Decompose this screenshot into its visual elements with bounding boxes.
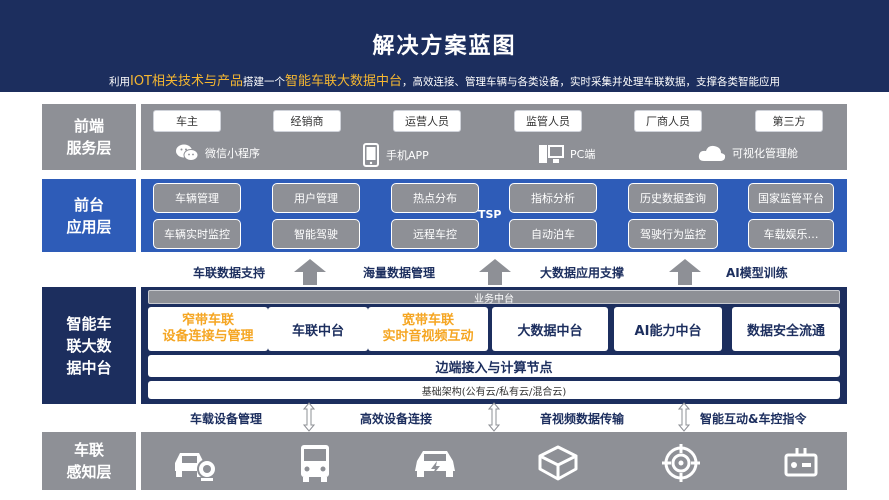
band1-label-2: 大数据应用支撑 <box>540 266 625 280</box>
page-subtitle: 利用IOT相关技术与产品搭建一个智能车联大数据中台，高效连接、管理车辆与各类设备… <box>0 70 889 89</box>
pc-icon <box>539 145 564 163</box>
layer-label-platform: 智能车 联大数 据中台 <box>42 287 136 404</box>
svc-remote-control: 远程车控 <box>391 219 479 249</box>
role-third-party: 第三方 <box>755 110 823 132</box>
layer-label-perception-text: 车联 感知层 <box>66 441 112 481</box>
app-row <box>141 179 847 252</box>
layer-label-app-text: 前台 应用层 <box>66 195 112 236</box>
platform-box-broadband: 宽带车联 实时音视频互动 <box>368 307 488 351</box>
broadband-line1: 宽带车联 <box>401 313 454 328</box>
svc-national-platform: 国家监管平台 <box>748 183 834 213</box>
band2-label-1: 高效设备连接 <box>360 412 433 426</box>
electric-car-icon <box>415 451 455 477</box>
channel-pc: PC端 <box>538 143 595 165</box>
broadband-line2: 实时音视频互动 <box>382 329 474 344</box>
layer-label-frontend: 前端 服务层 <box>42 104 136 170</box>
role-operator: 运营人员 <box>393 110 461 132</box>
channel-app: 手机APP <box>362 143 429 167</box>
role-regulator: 监管人员 <box>514 110 582 132</box>
role-owner: 车主 <box>153 110 221 132</box>
target-icon <box>662 444 700 482</box>
platform-box-security: 数据安全流通 <box>732 307 840 351</box>
svc-metric-analysis: 指标分析 <box>509 183 597 213</box>
subtitle-prefix: 利用 <box>108 76 130 88</box>
svc-driving-behavior: 驾驶行为监控 <box>628 219 718 249</box>
up-arrow-icon <box>669 259 701 285</box>
bus-icon <box>301 445 329 482</box>
device-icon <box>784 448 818 477</box>
business-platform-bar: 业务中台 <box>148 290 840 305</box>
band2-label-0: 车载设备管理 <box>190 412 263 426</box>
channel-pc-label: PC端 <box>570 148 596 161</box>
double-arrow-icon <box>303 402 315 432</box>
header-banner <box>0 0 889 92</box>
perception-slot-0 <box>170 438 220 488</box>
band1-label-1: 海量数据管理 <box>363 266 436 280</box>
layer-label-perception: 车联 感知层 <box>42 432 136 490</box>
car-camera-icon <box>175 453 217 481</box>
subtitle-highlight-iot: IOT相关技术与产品 <box>129 74 243 89</box>
subtitle-mid: 搭建一个 <box>243 76 285 88</box>
channel-app-label: 手机APP <box>386 149 429 162</box>
subtitle-suffix: ，高效连接、管理车辆与各类设备，实时采集并处理车联数据，支撑各类智能应用 <box>402 76 781 88</box>
band2-label-2: 音视频数据传输 <box>540 412 625 426</box>
perception-slot-3 <box>533 438 583 488</box>
band1-label-0: 车联数据支持 <box>193 266 266 280</box>
layer-label-frontend-text: 前端 服务层 <box>66 117 112 157</box>
broadband-text: 宽带车联 实时音视频互动 <box>382 313 473 345</box>
up-arrow-icon <box>294 259 326 285</box>
band2-label-3: 智能互动&车控指令 <box>700 412 807 426</box>
svc-history-query: 历史数据查询 <box>628 183 718 213</box>
box-device-icon <box>538 445 578 481</box>
svc-user-management: 用户管理 <box>272 183 360 213</box>
perception-slot-4 <box>656 438 706 488</box>
role-manufacturer: 厂商人员 <box>634 110 702 132</box>
double-arrow-icon <box>488 402 500 432</box>
channel-dashboard: 可视化管理舱 <box>698 143 798 163</box>
double-arrow-icon <box>678 402 690 432</box>
perception-slot-2 <box>410 438 460 488</box>
tsp-label: TSP <box>478 208 502 221</box>
svc-hotspot-distribution: 热点分布 <box>391 183 479 213</box>
platform-box-bigdata: 大数据中台 <box>492 307 608 351</box>
layer-label-app: 前台 应用层 <box>42 179 136 252</box>
role-dealer: 经销商 <box>273 110 341 132</box>
channel-wechat-label: 微信小程序 <box>205 147 260 160</box>
layer-label-platform-text: 智能车 联大数 据中台 <box>66 314 112 377</box>
perception-slot-1 <box>290 438 340 488</box>
subtitle-highlight-platform: 智能车联大数据中台 <box>285 74 403 89</box>
channel-wechat: 微信小程序 <box>175 143 260 163</box>
cloud-icon <box>698 145 726 161</box>
perception-slot-5 <box>776 438 826 488</box>
page-title: 解决方案蓝图 <box>372 34 517 59</box>
edge-computing-bar: 边端接入与计算节点 <box>148 355 840 377</box>
perception-row <box>141 432 847 490</box>
svc-vehicle-management: 车辆管理 <box>153 183 241 213</box>
frontend-row <box>141 104 847 170</box>
up-arrow-icon <box>479 259 511 285</box>
narrowband-line1: 窄带车联 <box>181 313 234 328</box>
svc-realtime-monitoring: 车辆实时监控 <box>153 219 241 249</box>
narrowband-line2: 设备连接与管理 <box>162 329 254 344</box>
infrastructure-bar: 基础架构(公有云/私有云/混合云) <box>148 381 840 399</box>
wechat-icon <box>176 144 199 161</box>
svc-infotainment: 车载娱乐… <box>748 219 834 249</box>
platform-box-iov: 车联中台 <box>268 307 368 351</box>
band1-label-3: AI模型训练 <box>726 266 788 280</box>
channel-dashboard-label: 可视化管理舱 <box>732 147 798 160</box>
platform-box-ai: AI能力中台 <box>614 307 722 351</box>
narrowband-text: 窄带车联 设备连接与管理 <box>162 313 253 345</box>
platform-box-narrowband: 窄带车联 设备连接与管理 <box>148 307 268 351</box>
phone-icon <box>363 143 379 167</box>
svc-smart-driving: 智能驾驶 <box>272 219 360 249</box>
svc-auto-parking: 自动泊车 <box>509 219 597 249</box>
